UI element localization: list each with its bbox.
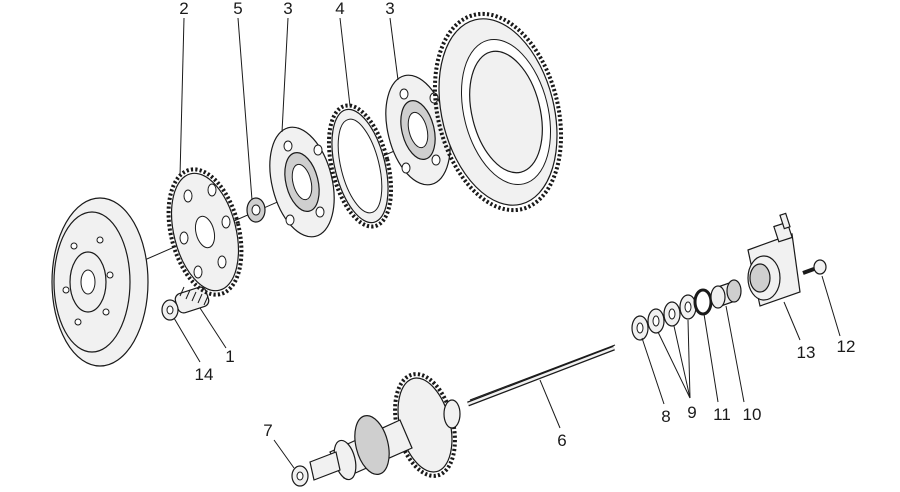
shim-9c	[679, 294, 697, 320]
shim-9b	[663, 301, 681, 327]
push-rod	[467, 345, 615, 407]
callout-6: 6	[557, 431, 566, 450]
o-ring	[693, 288, 713, 316]
piston	[710, 279, 742, 309]
callout-3a: 3	[283, 0, 292, 18]
callout-3b: 3	[385, 0, 394, 18]
slave-cylinder	[747, 212, 801, 307]
leader-9a	[657, 331, 691, 399]
leader-9c	[687, 319, 691, 399]
clutch-housing	[51, 197, 149, 367]
driving-plate	[166, 167, 244, 297]
lower-assembly-axis	[469, 344, 616, 401]
bushing	[246, 197, 266, 223]
primary-shaft-gear	[309, 372, 461, 481]
outer-gear-ring	[432, 11, 564, 213]
callout-4: 4	[335, 0, 344, 18]
callout-11: 11	[713, 405, 731, 424]
callout-7: 7	[263, 421, 272, 440]
leader-7	[273, 439, 295, 469]
callout-5: 5	[233, 0, 242, 18]
callout-2: 2	[179, 0, 188, 18]
callout-9: 9	[687, 403, 696, 422]
leader-4	[339, 17, 351, 107]
washer-small	[291, 465, 309, 487]
leader-13	[783, 301, 801, 341]
leader-3a	[281, 17, 289, 133]
shim-9a	[647, 308, 665, 334]
callout-14: 14	[195, 365, 214, 384]
spring	[174, 286, 210, 314]
washer	[161, 299, 179, 321]
callout-8: 8	[661, 407, 670, 426]
leader-5	[237, 17, 253, 201]
leader-14	[173, 317, 201, 363]
leader-1	[199, 307, 227, 349]
leader-3b	[389, 17, 399, 81]
leader-12	[821, 275, 841, 337]
friction-disc-left	[269, 126, 335, 238]
leader-11	[703, 313, 719, 403]
callout-10: 10	[743, 405, 762, 424]
steel-ring	[326, 103, 394, 229]
leader-6	[539, 379, 561, 429]
leader-10	[725, 305, 745, 403]
callout-12: 12	[837, 337, 856, 356]
leader-2	[179, 17, 185, 177]
shim-8	[631, 315, 649, 341]
leader-8	[641, 337, 665, 405]
bolt	[802, 259, 827, 275]
leader-9b	[673, 325, 691, 399]
callout-13: 13	[797, 343, 816, 362]
callout-1: 1	[225, 347, 234, 366]
